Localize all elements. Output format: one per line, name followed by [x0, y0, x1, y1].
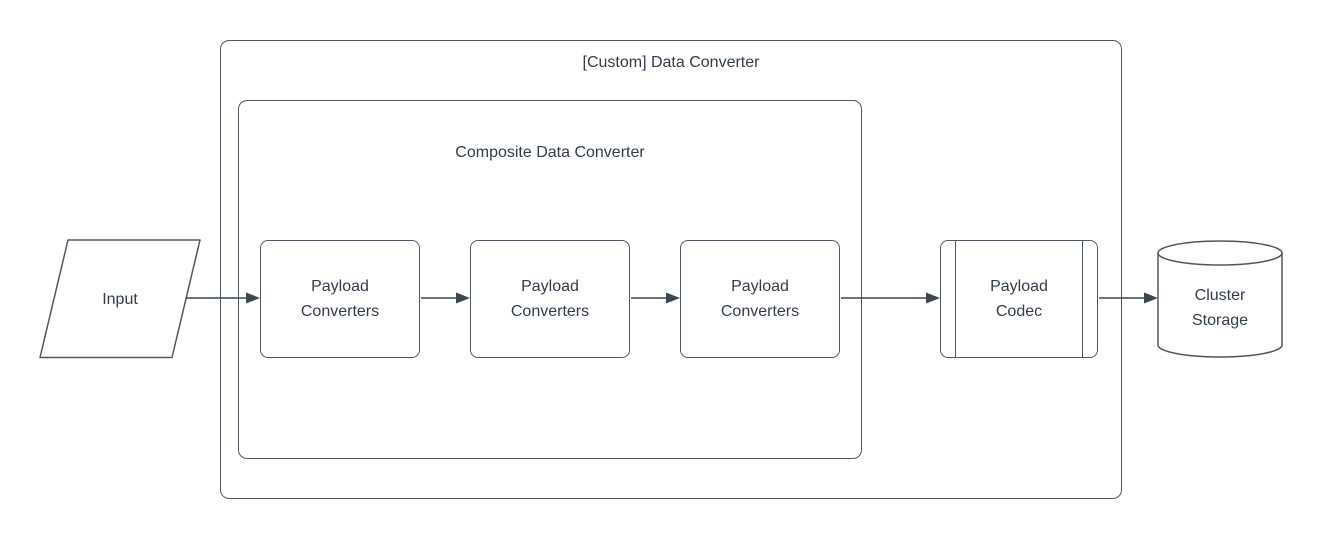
predefined-process-left-bar: [955, 241, 956, 357]
outer-container-title: [Custom] Data Converter: [582, 54, 760, 71]
predefined-process-right-bar: [1082, 241, 1083, 357]
inner-container-title: Composite Data Converter: [455, 144, 645, 161]
inner-container-composite-data-converter: [238, 100, 862, 459]
node-payload-converter-2: [470, 240, 630, 358]
cluster-storage-label: Cluster Storage: [1191, 287, 1249, 329]
node-payload-converter-1: [260, 240, 420, 358]
payload-converter-2-label: Payload Converters: [510, 278, 590, 320]
node-payload-codec: [940, 240, 1098, 358]
payload-converter-1-label: Payload Converters: [300, 278, 380, 320]
payload-converter-3-label: Payload Converters: [720, 278, 800, 320]
outer-container-custom-data-converter: [220, 40, 1122, 499]
payload-codec-label: Payload Codec: [990, 278, 1048, 320]
input-label: Input: [102, 290, 138, 308]
node-payload-converter-3: [680, 240, 840, 358]
